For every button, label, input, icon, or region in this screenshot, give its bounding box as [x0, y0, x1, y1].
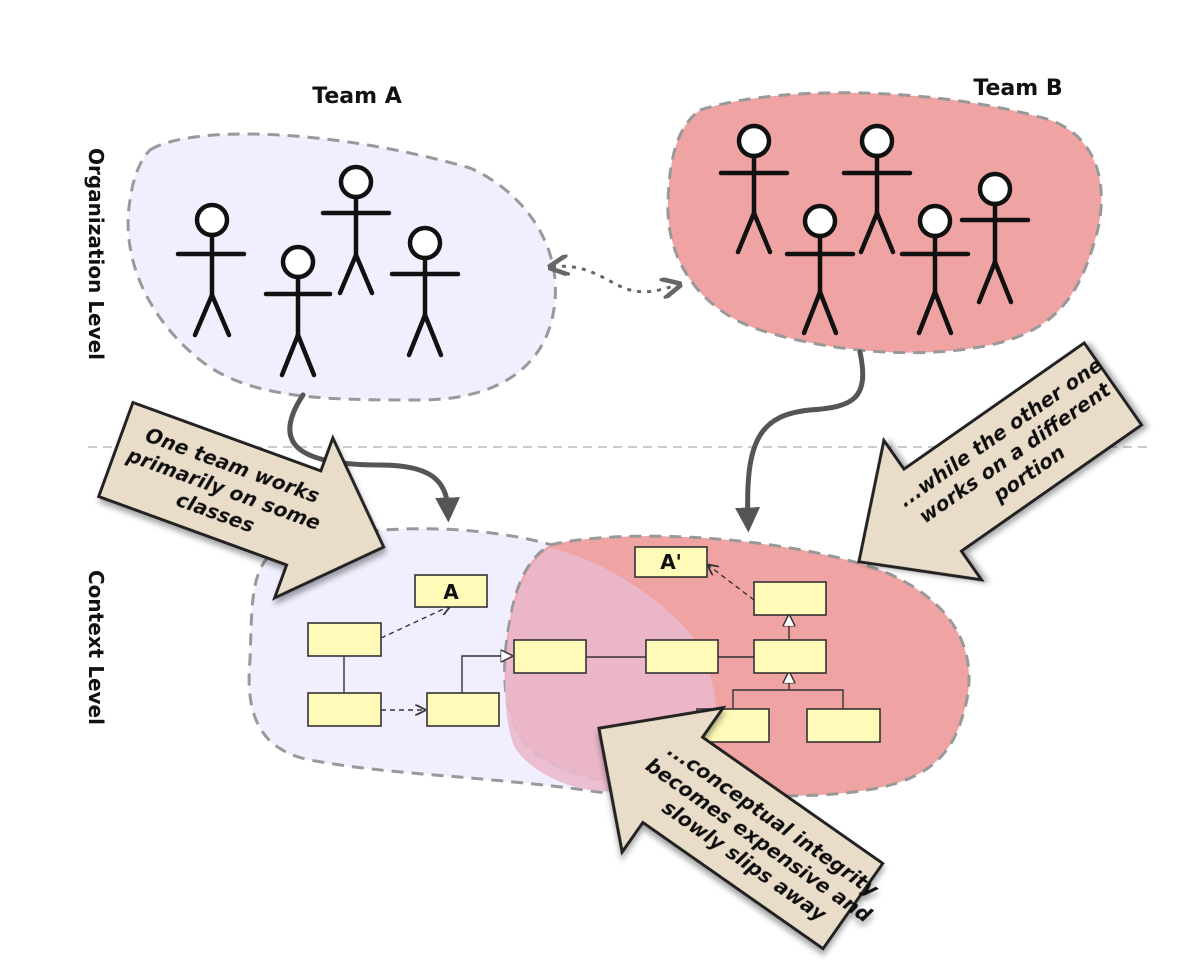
- team-a-members: [175, 164, 461, 378]
- class-box: [426, 692, 500, 727]
- class-box: [753, 581, 827, 616]
- stick-figure-icon: [718, 123, 790, 255]
- class-box: [753, 639, 827, 674]
- team-a-blob: [126, 132, 557, 402]
- class-box-a: [414, 574, 488, 608]
- class-a-label: A: [443, 580, 459, 604]
- class-box: [307, 692, 382, 727]
- stick-figure-icon: [263, 244, 333, 378]
- team-b-flow-arrow: [735, 349, 866, 533]
- team-a-flow-arrow: [287, 392, 461, 523]
- team-b-label: Team B: [973, 76, 1062, 101]
- class-box: [307, 622, 382, 657]
- team-communication-arrow: [552, 266, 678, 291]
- class-box: [806, 708, 881, 743]
- stick-figure-icon: [389, 225, 461, 358]
- class-boxes: A A': [307, 546, 881, 743]
- context-level-label: Context Level: [84, 570, 108, 725]
- class-box-a-prime: [634, 546, 708, 578]
- class-relations: [343, 565, 844, 710]
- class-box: [645, 639, 719, 674]
- stick-figure-icon: [784, 203, 856, 336]
- organization-level-label: Organization Level: [84, 148, 108, 360]
- stick-figure-icon: [959, 171, 1031, 305]
- stick-figure-icon: [841, 123, 913, 255]
- class-box: [513, 639, 587, 674]
- class-a-prime-label: A': [660, 550, 682, 574]
- stick-figure-icon: [899, 203, 971, 336]
- team-b-blob: [666, 91, 1103, 355]
- stick-figure-icon: [320, 164, 392, 296]
- team-a-label: Team A: [312, 84, 401, 109]
- stick-figure-icon: [175, 202, 247, 338]
- team-b-members: [718, 123, 1031, 336]
